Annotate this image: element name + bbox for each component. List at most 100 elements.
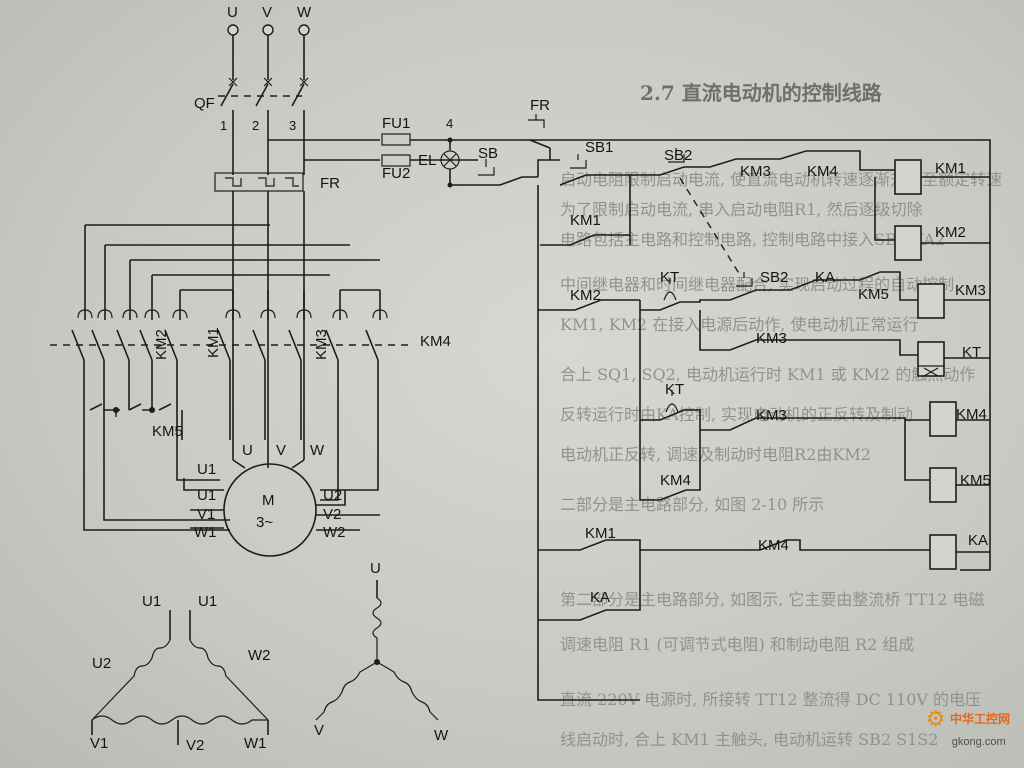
km4-b-label: KM4: [660, 472, 691, 489]
coil-km1: [894, 159, 922, 195]
bg-line-2: 为了限制启动电流, 串入启动电阻R1, 然后逐级切除: [560, 200, 923, 219]
power-supply: U V W: [227, 4, 312, 80]
sb2-top-label: SB2: [664, 147, 692, 164]
qf-terminal-1: 1: [220, 118, 227, 133]
phase-v-label: V: [262, 4, 272, 21]
bg-line-11: 调速电阻 R1 (可调节式电阻) 和制动电阻 R2 组成: [560, 635, 914, 654]
motor-terminal-u: U: [242, 442, 253, 459]
coil-km1-label: KM1: [935, 160, 966, 177]
motor-u1-upper: U1: [197, 461, 216, 478]
circuit-breaker-qf: QF 1 2 3: [194, 77, 309, 175]
watermark-site-name: 中华工控网: [949, 712, 1010, 727]
coil-km5-label: KM5: [960, 472, 991, 489]
km3-c-label: KM3: [756, 407, 787, 424]
coil-ka-label: KA: [968, 532, 988, 549]
delta-bottom-v1: V1: [90, 735, 108, 752]
km2-main-label: KM2: [153, 329, 170, 360]
km1-main-label: KM1: [205, 327, 222, 358]
motor-u2: U2: [323, 487, 342, 504]
km1-hold-label: KM1: [570, 212, 601, 229]
sb2-mid-label: SB2: [760, 269, 788, 286]
fu2-label: FU2: [382, 165, 410, 182]
motor-label: M: [262, 492, 275, 509]
motor-sub-label: 3~: [256, 514, 273, 531]
motor-m: M 3~ U V W U1 U1 V1 W1 U2 V2 W2: [183, 442, 380, 557]
motor-u1: U1: [197, 487, 216, 504]
km3-b-label: KM3: [756, 330, 787, 347]
delta-top-u1-right: U1: [198, 593, 217, 610]
motor-v1: V1: [197, 506, 215, 523]
bg-line-6: 合上 SQ1, SQ2, 电动机运行时 KM1 或 KM2 的触点动作: [560, 365, 975, 384]
bg-line-7: 反转运行时由KA控制, 实现电动机的正反转及制动: [560, 405, 913, 424]
terminal-v: [262, 24, 274, 36]
coil-km2: [894, 225, 922, 261]
phase-u-label: U: [227, 4, 238, 21]
star-left-v: V: [314, 722, 324, 739]
sb1-label: SB1: [585, 139, 613, 156]
motor-w1: W1: [194, 524, 217, 541]
delta-top-u1-left: U1: [142, 593, 161, 610]
node-4-label: 4: [446, 116, 453, 131]
kt-1-label: KT: [660, 269, 679, 286]
control-supply-taps: FU1 FU2 4 EL: [268, 115, 530, 188]
coil-km4-label: KM4: [956, 406, 987, 423]
control-circuit: FR SB SB1 SB2 KM3 KM4 KM1 KM1 KM2 KM2: [478, 97, 991, 701]
watermark-url: gkong.com: [951, 736, 1006, 748]
coil-km2-label: KM2: [935, 224, 966, 241]
el-label: EL: [418, 152, 436, 169]
gear-logo-icon: ⚙: [925, 706, 946, 731]
motor-terminal-v: V: [276, 442, 286, 459]
bg-line-5: KM1, KM2 在接入电源后动作, 使电动机正常运行: [560, 315, 918, 334]
coil-km5: [929, 467, 957, 503]
fr-label: FR: [320, 175, 340, 192]
bg-line-12: 直流 220V 电源时, 所接转 TT12 整流得 DC 110V 的电压: [560, 690, 981, 709]
qf-terminal-2: 2: [252, 118, 259, 133]
bg-line-3: 电路包括主电路和控制电路, 控制电路中接入SB2 KA2: [560, 230, 945, 249]
phase-w-label: W: [297, 4, 312, 21]
delta-bottom-w1: W1: [244, 735, 267, 752]
coil-kt: [917, 341, 945, 377]
fu1-label: FU1: [382, 115, 410, 132]
fr-contact-label: FR: [530, 97, 550, 114]
delta-connection: U1 U1 U2 W2 V1 V2 W1: [90, 593, 271, 754]
fr-body: [214, 172, 304, 192]
km5-main-label: KM5: [152, 423, 183, 440]
ka-hold-label: KA: [590, 589, 610, 606]
bg-line-13: 线启动时, 合上 KM1 主触头, 电动机运转 SB2 S1S2: [560, 730, 938, 749]
delta-left-u2: U2: [92, 655, 111, 672]
bg-line-1: 启动电阻限制启动电流, 使直流电动机转速逐渐升高至额定转速: [560, 170, 1002, 189]
km4-a-label: KM4: [807, 163, 838, 180]
km3-a-label: KM3: [740, 163, 771, 180]
terminal-u: [227, 24, 239, 36]
coil-km4: [929, 401, 957, 437]
terminal-w: [298, 24, 310, 36]
contactor-bank: KM2 KM1 KM3 KM4 KM5: [50, 224, 451, 531]
qf-terminal-3: 3: [289, 118, 296, 133]
page-heading: 2.7 直流电动机的控制线路: [640, 81, 883, 105]
coil-km3: [917, 283, 945, 319]
coil-ka: [929, 534, 957, 570]
delta-bottom-v2: V2: [186, 737, 204, 754]
motor-terminal-w: W: [310, 442, 325, 459]
km1-c-label: KM1: [585, 525, 616, 542]
star-top-u: U: [370, 560, 381, 577]
star-connection: U V W: [314, 560, 449, 744]
bg-line-10: 第二部分是主电路部分, 如图示, 它主要由整流桥 TT12 电磁: [560, 590, 985, 609]
km4-main-label: KM4: [420, 333, 451, 350]
bg-line-8: 电动机正反转, 调速及制动时电阻R2由KM2: [560, 445, 871, 464]
star-right-w: W: [434, 727, 449, 744]
motor-circle: [223, 463, 317, 557]
qf-label: QF: [194, 95, 215, 112]
bg-line-4: 中间继电器和时间继电器配合, 实现启动过程的自动控制: [560, 275, 954, 294]
km4-c-label: KM4: [758, 537, 789, 554]
sb-label: SB: [478, 145, 498, 162]
km3-main-label: KM3: [313, 329, 330, 360]
site-watermark: ⚙ 中华工控网 gkong.com: [926, 706, 1010, 750]
thermal-relay-fr: FR: [214, 172, 340, 460]
coil-km3-label: KM3: [955, 282, 986, 299]
km5-contact-label: KM5: [858, 286, 889, 303]
kt-2-label: KT: [665, 381, 684, 398]
delta-right-w2: W2: [248, 647, 271, 664]
